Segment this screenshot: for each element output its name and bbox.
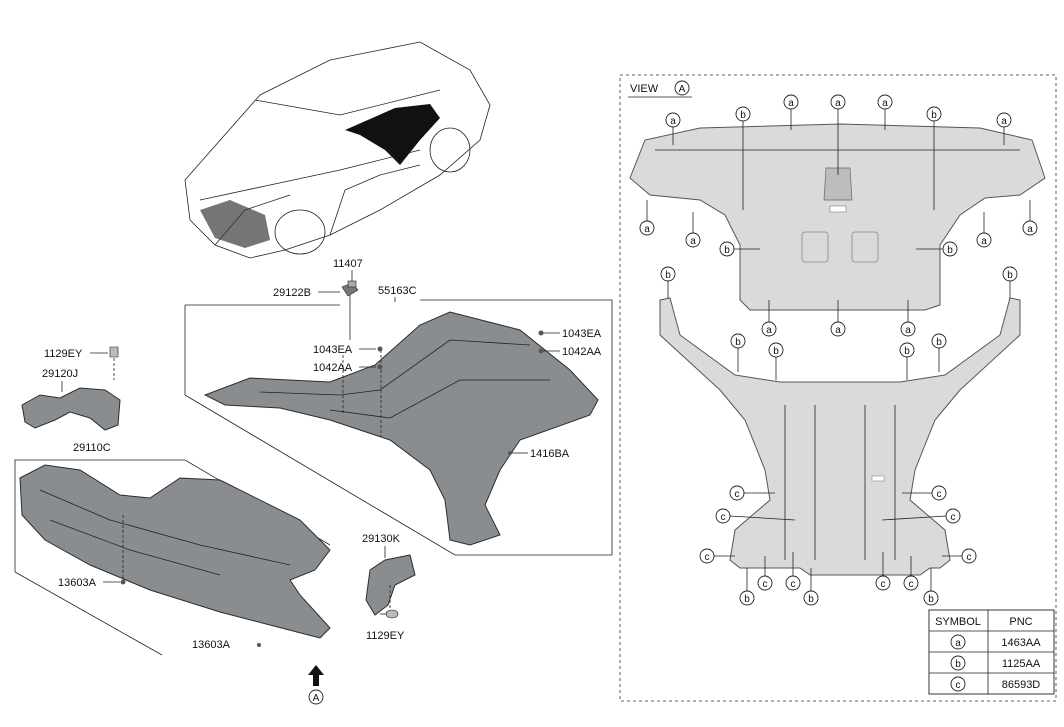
svg-text:c: c bbox=[967, 552, 972, 563]
bracket-29120J[interactable] bbox=[21, 387, 121, 431]
view-title-letter: A bbox=[679, 84, 686, 95]
symbol-table: SYMBOL PNC a 1463AA b 1125AA c 86593D bbox=[928, 609, 1055, 695]
svg-text:a: a bbox=[1027, 224, 1033, 235]
callout-b: b b b b b b b b b b b b b bbox=[660, 106, 1018, 606]
svg-text:b: b bbox=[665, 270, 671, 281]
svg-text:c: c bbox=[951, 512, 956, 523]
label-1042AA-right: 1042AA bbox=[562, 346, 602, 358]
table-row-symbol: b bbox=[955, 659, 961, 670]
svg-text:c: c bbox=[735, 489, 740, 500]
svg-text:a: a bbox=[690, 236, 696, 247]
label-29120J: 29120J bbox=[42, 368, 78, 380]
svg-text:c: c bbox=[791, 579, 796, 590]
svg-text:c: c bbox=[909, 579, 914, 590]
label-1416BA: 1416BA bbox=[530, 448, 570, 460]
label-55163C: 55163C bbox=[378, 285, 417, 297]
under-cover-center[interactable] bbox=[203, 311, 599, 546]
svg-text:b: b bbox=[744, 594, 750, 605]
callout-a: a a a a a a a a a a a a bbox=[639, 94, 1038, 337]
view-arrow-icon bbox=[308, 665, 324, 686]
svg-text:a: a bbox=[788, 98, 794, 109]
label-1042AA-left: 1042AA bbox=[313, 362, 353, 374]
label-29122B: 29122B bbox=[273, 287, 311, 299]
svg-text:b: b bbox=[808, 594, 814, 605]
svg-text:c: c bbox=[721, 512, 726, 523]
label-1043EA-left: 1043EA bbox=[313, 344, 353, 356]
callout-c: c c c c c c c c c c bbox=[699, 485, 977, 591]
svg-text:c: c bbox=[763, 579, 768, 590]
bolt-1129EY-bottom bbox=[385, 609, 399, 619]
view-callouts: a a a a a a a a a a a a b bbox=[639, 94, 1038, 606]
view-a-frame bbox=[619, 74, 1057, 702]
svg-text:b: b bbox=[904, 346, 910, 357]
front-under-cover[interactable] bbox=[19, 464, 331, 639]
view-title: VIEW bbox=[630, 83, 659, 95]
label-11407: 11407 bbox=[333, 258, 363, 270]
svg-text:c: c bbox=[881, 579, 886, 590]
svg-text:a: a bbox=[835, 325, 841, 336]
label-29110C: 29110C bbox=[73, 442, 111, 454]
bracket-29130K[interactable] bbox=[365, 554, 416, 616]
svg-text:a: a bbox=[644, 224, 650, 235]
svg-text:a: a bbox=[670, 116, 676, 127]
svg-text:a: a bbox=[981, 236, 987, 247]
table-row-symbol: a bbox=[955, 638, 961, 649]
table-header-pnc: PNC bbox=[1009, 616, 1032, 628]
svg-text:c: c bbox=[705, 552, 710, 563]
svg-text:a: a bbox=[905, 325, 911, 336]
svg-text:b: b bbox=[735, 337, 741, 348]
view-front-under-cover[interactable] bbox=[629, 123, 1046, 311]
svg-text:a: a bbox=[882, 98, 888, 109]
view-title-letter-circle bbox=[674, 80, 690, 96]
svg-text:b: b bbox=[947, 245, 953, 256]
table-header-symbol: SYMBOL bbox=[935, 616, 981, 628]
label-1129EY-bottom: 1129EY bbox=[366, 630, 405, 642]
table-row-pnc: 86593D bbox=[1002, 679, 1041, 691]
label-29130K: 29130K bbox=[362, 533, 401, 545]
svg-text:b: b bbox=[936, 337, 942, 348]
label-13603A-left: 13603A bbox=[58, 577, 97, 589]
svg-text:b: b bbox=[1007, 270, 1013, 281]
table-row-pnc: 1125AA bbox=[1002, 658, 1041, 670]
label-1129EY-top: 1129EY bbox=[44, 348, 83, 360]
panel-55163C-group: 55163C bbox=[184, 285, 613, 556]
panel-29110C-group bbox=[14, 459, 331, 656]
svg-text:b: b bbox=[724, 245, 730, 256]
view-arrow-letter-circle bbox=[308, 689, 324, 705]
svg-text:b: b bbox=[740, 110, 746, 121]
label-1043EA-right: 1043EA bbox=[562, 328, 602, 340]
svg-text:a: a bbox=[766, 325, 772, 336]
clip-11407 bbox=[347, 280, 357, 288]
vehicle-outline bbox=[184, 41, 491, 259]
svg-text:b: b bbox=[931, 110, 937, 121]
label-13603A-bottom: 13603A bbox=[192, 639, 231, 651]
svg-text:a: a bbox=[835, 98, 841, 109]
view-rear-under-cover[interactable] bbox=[659, 297, 1021, 576]
svg-text:b: b bbox=[928, 594, 934, 605]
bolt-1129EY-top bbox=[109, 346, 119, 358]
svg-text:a: a bbox=[1001, 116, 1007, 127]
table-row-symbol: c bbox=[956, 680, 961, 691]
svg-text:c: c bbox=[937, 489, 942, 500]
view-arrow-letter: A bbox=[313, 693, 320, 704]
table-row-pnc: 1463AA bbox=[1001, 637, 1041, 649]
svg-text:b: b bbox=[773, 346, 779, 357]
